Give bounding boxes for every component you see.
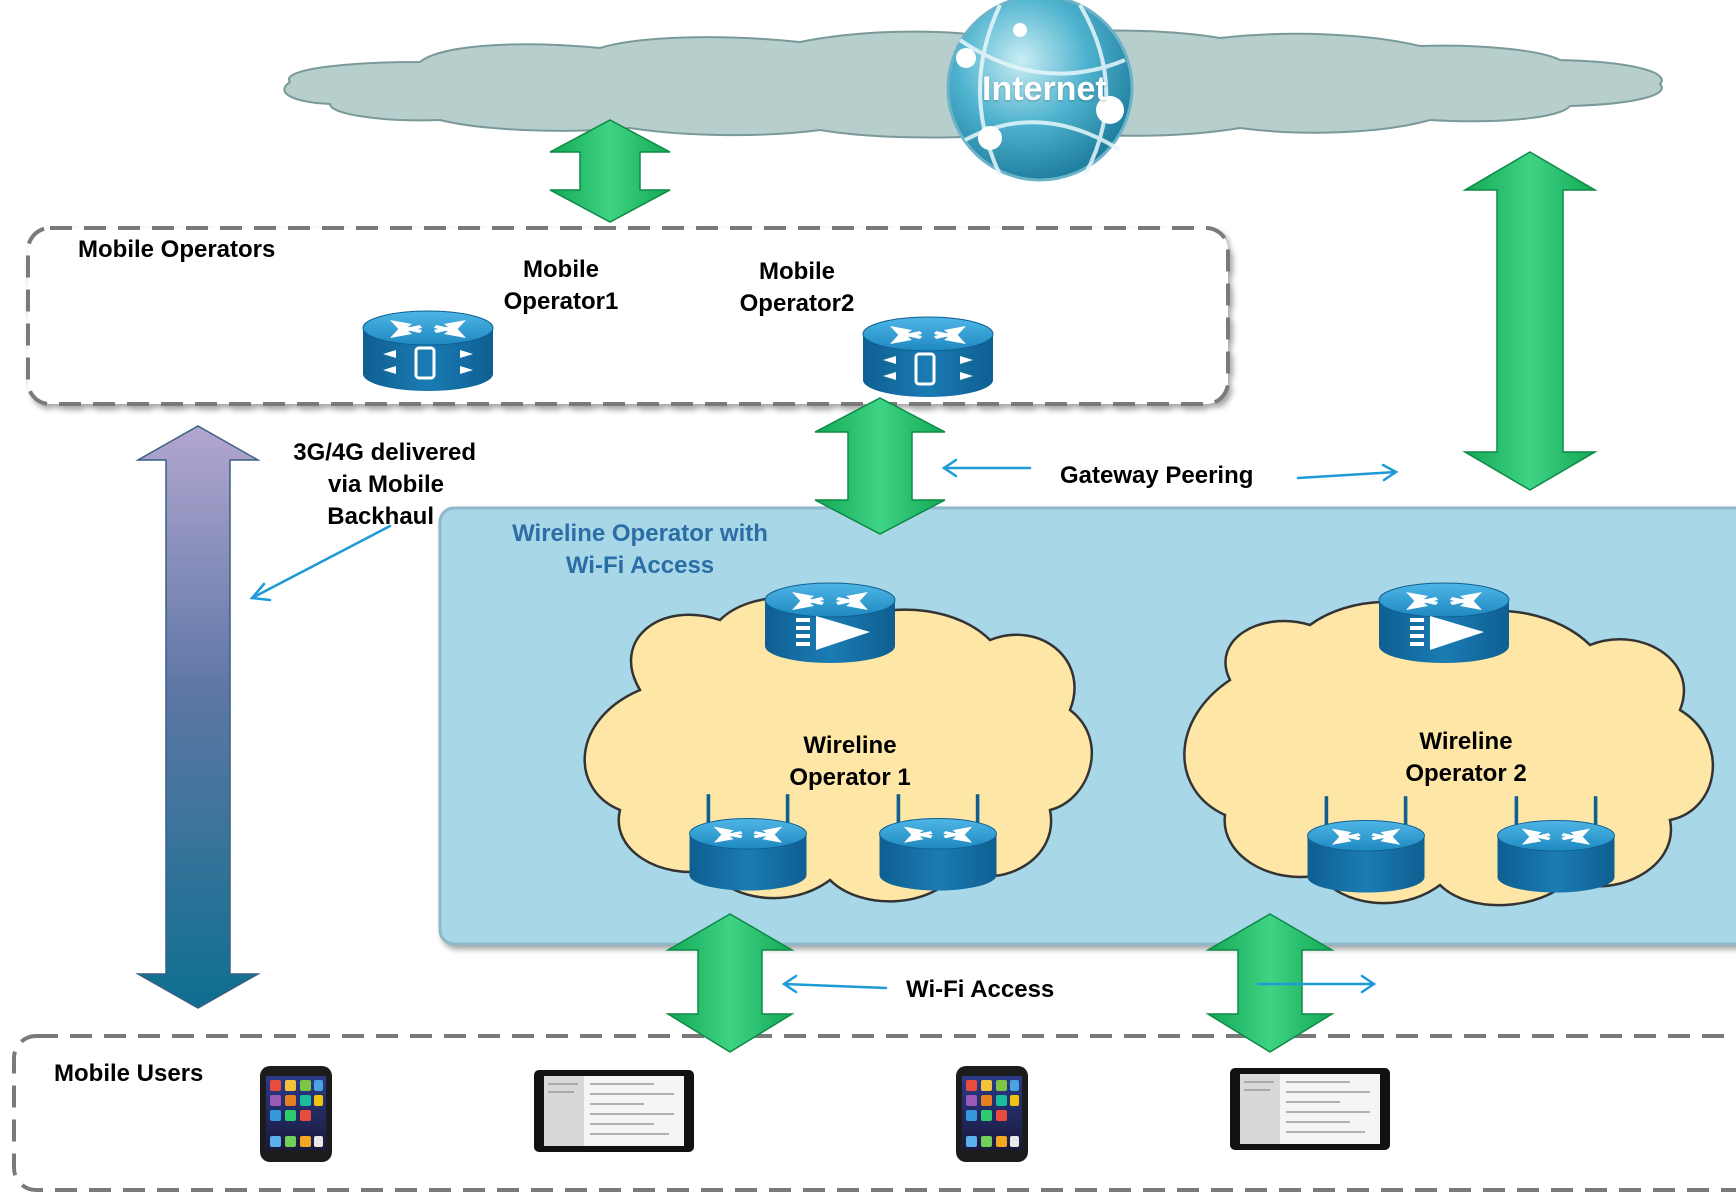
- backhaul-line2: via Mobile: [327, 471, 444, 498]
- mobile-operator-1-label: Mobile Operator1: [476, 254, 646, 318]
- backhaul-label: 3G/4G delivered via Mobile Backhaul: [270, 437, 476, 533]
- backhaul-pointer: [249, 524, 392, 602]
- gateway-peering-label: Gateway Peering: [1060, 462, 1254, 489]
- wireline-group-line2: Wi-Fi Access: [565, 552, 715, 579]
- wireline-2-gateway-router-icon: [1378, 582, 1510, 664]
- wifi-ap-icon: [879, 794, 997, 891]
- backhaul-line1: 3G/4G delivered: [293, 439, 476, 466]
- mobile-users-title: Mobile Users: [54, 1060, 204, 1087]
- wireline-operator-1-line1: Wireline: [803, 732, 897, 759]
- mobile-operator-2-router-icon: [862, 316, 994, 398]
- mobile-operator-2-label: Mobile Operator2: [712, 256, 882, 320]
- mobile-operators-title: Mobile Operators: [78, 236, 276, 263]
- mobile-operator-1-line2: Operator1: [503, 288, 619, 315]
- globe-icon: [946, 0, 1134, 182]
- mobile-operator-2-line2: Operator2: [739, 290, 855, 317]
- wifi-access-left-pointer: [781, 974, 888, 994]
- wireline-group-label: Wireline Operator with Wi-Fi Access: [480, 518, 800, 582]
- mobile-operator-1-router-icon: [362, 310, 494, 392]
- wifi-access-label: Wi-Fi Access: [906, 976, 1055, 1003]
- wifi-access-arrow-1: [665, 913, 795, 1053]
- wireline-1-gateway-router-icon: [764, 582, 896, 664]
- wireline-operator-2-line1: Wireline: [1419, 728, 1513, 755]
- wireline-group-line1: Wireline Operator with: [512, 520, 768, 547]
- wireline-operator-2-line2: Operator 2: [1405, 760, 1527, 787]
- wifi-access-right-pointer: [1256, 974, 1377, 994]
- mobile-backhaul-arrow: [135, 425, 261, 1009]
- wireline-operator-1-line2: Operator 1: [789, 764, 911, 791]
- wifi-ap-icon: [689, 794, 807, 891]
- gateway-peering-left-pointer: [941, 458, 1032, 478]
- wireline-operator-1-label: Wireline Operator 1: [760, 730, 940, 794]
- gateway-peering-right-pointer: [1296, 463, 1399, 482]
- internet-to-wireline-arrow: [1462, 151, 1598, 491]
- smartphone-icon: [260, 1066, 332, 1162]
- wifi-ap-icon: [1497, 796, 1615, 893]
- internet-to-mobile-operators-arrow: [549, 119, 671, 223]
- tablet-icon: [533, 1069, 695, 1153]
- mobile-operator-1-line1: Mobile: [523, 256, 599, 283]
- smartphone-icon: [956, 1066, 1028, 1162]
- gateway-peering-arrow: [814, 397, 946, 535]
- wireline-operator-2-label: Wireline Operator 2: [1376, 726, 1556, 790]
- internet-label: Internet: [982, 70, 1107, 108]
- wifi-ap-icon: [1307, 796, 1425, 893]
- mobile-operator-2-line1: Mobile: [759, 258, 835, 285]
- backhaul-line3: Backhaul: [327, 503, 434, 530]
- tablet-icon: [1229, 1067, 1391, 1151]
